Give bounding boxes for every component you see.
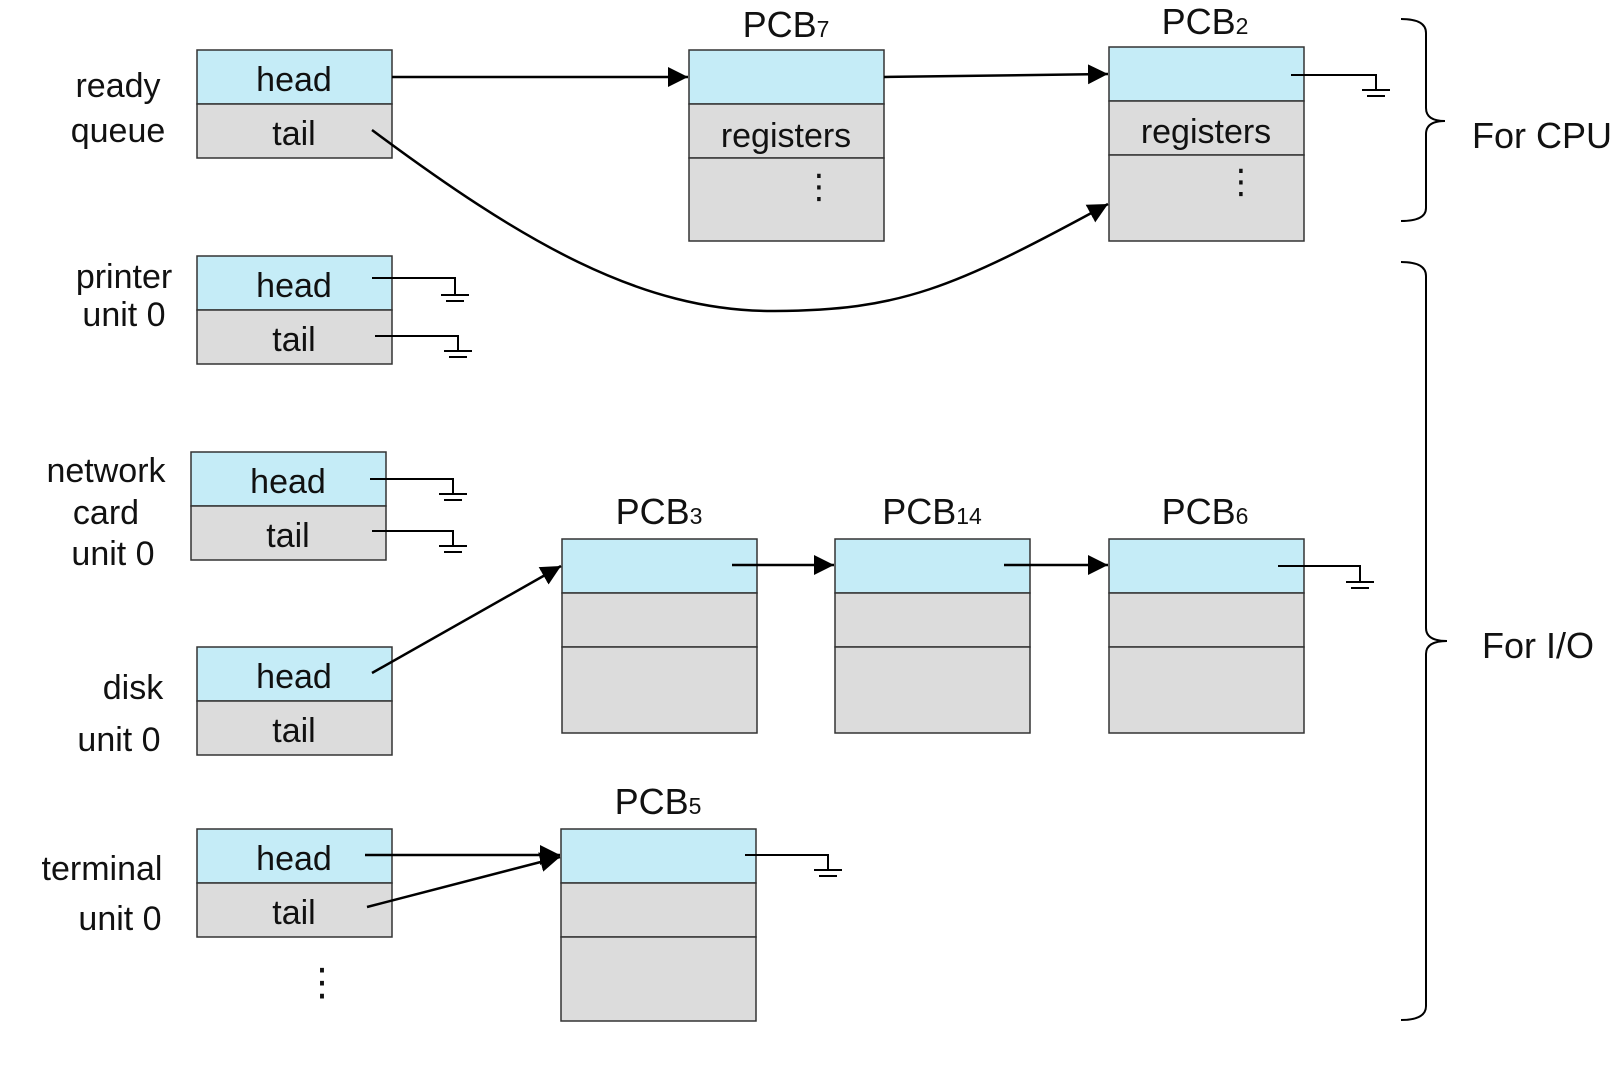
head-label: head xyxy=(256,840,332,878)
pcb-prefix: PCB xyxy=(882,491,956,532)
tail-cell xyxy=(196,103,393,159)
more-queues-ellipsis: ⋮ xyxy=(303,962,341,1004)
pcb-prefix: PCB xyxy=(1162,491,1236,532)
queue-disk: disk unit 0 head tail xyxy=(77,646,393,759)
pcb-prefix: PCB xyxy=(615,781,689,822)
ready-tail-to-pcb2-arrow xyxy=(371,128,1109,313)
null-ground-icon xyxy=(372,277,469,302)
null-ground-icon xyxy=(372,530,467,553)
null-ground-icon xyxy=(1278,565,1374,589)
head-label: head xyxy=(256,658,332,696)
io-bracket: For I/O xyxy=(1400,261,1594,1021)
pcb7-to-pcb2-arrow xyxy=(883,64,1109,85)
bracket-label-io: For I/O xyxy=(1482,625,1594,666)
pcb-prefix: PCB xyxy=(743,4,817,45)
pcb-registers-cell xyxy=(1108,100,1305,156)
brace-shape xyxy=(1400,18,1446,222)
head-label: head xyxy=(256,267,332,305)
tail-cell xyxy=(196,882,393,938)
queue-label-line: terminal xyxy=(42,850,163,888)
tail-label: tail xyxy=(272,321,315,359)
pcb-number: 2 xyxy=(1236,13,1249,39)
queue-label-line: unit 0 xyxy=(77,721,160,759)
pcb-2: PCB2 registers ⋮ xyxy=(1108,1,1305,242)
pcb-title: PCB6 xyxy=(1162,491,1249,532)
pcb-title: PCB3 xyxy=(616,491,703,532)
pcb-ellipsis: ⋮ xyxy=(802,168,836,206)
pcb-registers-label: registers xyxy=(1141,113,1271,151)
queue-terminal: terminal unit 0 head tail xyxy=(42,828,393,938)
pcb-number: 7 xyxy=(817,16,830,42)
pointer-arrows xyxy=(365,64,1109,909)
pcb-registers-label: registers xyxy=(721,117,851,155)
pcb-prefix: PCB xyxy=(616,491,690,532)
queue-label-line: unit 0 xyxy=(82,296,165,334)
pcb-link-cell xyxy=(560,828,757,884)
pcb-number: 3 xyxy=(690,503,703,529)
pcb-title: PCB7 xyxy=(743,4,830,45)
head-cell xyxy=(196,49,393,105)
head-cell xyxy=(196,255,393,311)
brace-shape xyxy=(1400,261,1448,1021)
pcb-number: 6 xyxy=(1236,503,1249,529)
queue-label-line: card xyxy=(73,494,139,532)
queue-ready: ready queue head tail xyxy=(71,49,393,159)
pcb-registers-cell xyxy=(688,103,885,159)
queue-label-line: printer xyxy=(76,258,172,296)
null-pointers xyxy=(370,74,1390,877)
pcb-body-cell xyxy=(834,646,1031,734)
pcb-link-cell xyxy=(834,538,1031,594)
pcb-link-cell xyxy=(688,49,885,105)
head-label: head xyxy=(250,463,326,501)
pcb-3: PCB3 xyxy=(561,491,758,734)
null-ground-icon xyxy=(745,854,842,877)
queue-label-line: ready xyxy=(75,67,160,105)
pcb-registers-cell xyxy=(560,882,757,938)
queue-label-line: queue xyxy=(71,112,166,150)
tail-label: tail xyxy=(272,115,315,153)
pcb-number: 5 xyxy=(689,793,702,819)
pcb-ellipsis: ⋮ xyxy=(1224,163,1258,201)
pcb-registers-cell xyxy=(1108,592,1305,648)
pcb-title: PCB2 xyxy=(1162,1,1249,42)
head-label: head xyxy=(256,61,332,99)
pcb-6: PCB6 xyxy=(1108,491,1305,734)
pcb-link-cell xyxy=(561,538,758,594)
tail-label: tail xyxy=(266,517,309,555)
pcb-5: PCB5 xyxy=(560,781,757,1022)
pcb-body-cell xyxy=(688,157,885,242)
tail-cell xyxy=(190,505,387,561)
queue-label-line: network xyxy=(46,452,166,490)
tail-cell xyxy=(196,700,393,756)
queue-label-line: unit 0 xyxy=(71,535,154,573)
pcb-number: 14 xyxy=(956,503,982,529)
cpu-bracket: For CPU xyxy=(1400,18,1612,222)
queue-label-line: unit 0 xyxy=(78,900,161,938)
queue-network-card: network card unit 0 head tail xyxy=(46,451,387,573)
tail-label: tail xyxy=(272,712,315,750)
null-ground-icon xyxy=(370,478,467,501)
pcb-7: PCB7 registers ⋮ xyxy=(688,4,885,242)
pcb-link-cell xyxy=(1108,46,1305,102)
queue-printer: printer unit 0 head tail xyxy=(76,255,393,365)
pcb-body-cell xyxy=(1108,154,1305,242)
null-ground-icon xyxy=(1291,74,1390,97)
pcb-title: PCB14 xyxy=(882,491,982,532)
pcb-body-cell xyxy=(561,646,758,734)
tail-label: tail xyxy=(272,894,315,932)
pcb-body-cell xyxy=(1108,646,1305,734)
pcb-link-cell xyxy=(1108,538,1305,594)
pcb-registers-cell xyxy=(834,592,1031,648)
pcb-prefix: PCB xyxy=(1162,1,1236,42)
disk-head-to-pcb3-arrow xyxy=(371,564,562,675)
pcb-title: PCB5 xyxy=(615,781,702,822)
queue-label-line: disk xyxy=(103,669,164,707)
pcb-14: PCB14 xyxy=(834,491,1031,734)
terminal-tail-to-pcb5-arrow xyxy=(366,852,561,909)
null-ground-icon xyxy=(375,335,472,358)
pcb-body-cell xyxy=(560,936,757,1022)
pcb-registers-cell xyxy=(561,592,758,648)
bracket-label-cpu: For CPU xyxy=(1472,115,1612,156)
